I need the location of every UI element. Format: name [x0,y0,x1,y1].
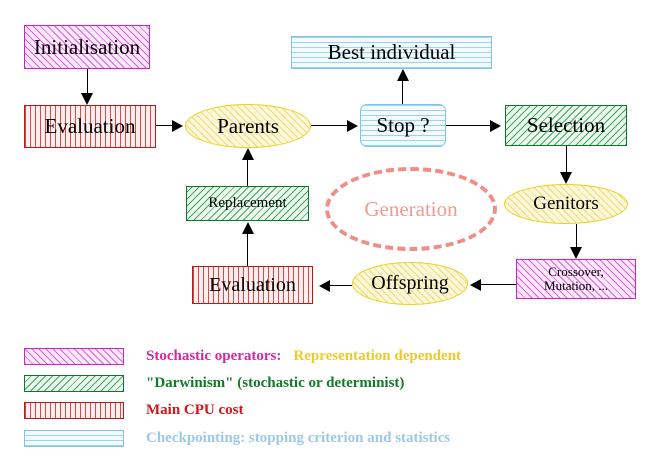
legend-row-main-cpu-cost: Main CPU cost [24,402,244,419]
legend-label-stochastic-operators: Stochastic operators: [146,348,282,364]
edge-stop-to-best-individual [402,70,404,104]
node-evaluation-top[interactable]: Evaluation [24,105,156,148]
arrowhead-offspring-to-evaluation [319,280,330,292]
legend-label-darwinism: "Darwinism" (stochastic or determinist) [146,375,405,391]
arrowhead-replacement-to-parents [242,148,254,160]
node-best-individual-label: Best individual [327,40,456,65]
node-generation-label: Generation [364,196,458,221]
arrowhead-evaluation-to-replacement [242,222,254,234]
legend-label-checkpointing: Checkpointing: stopping criterion and st… [146,430,451,446]
node-parents[interactable]: Parents [185,104,311,148]
legend-swatch-magenta-diagonal [24,348,124,365]
arrowhead-selection-to-genitors [560,172,572,184]
legend-label-main-cpu-cost: Main CPU cost [146,402,244,418]
arrowhead-genitors-to-crossover [570,247,582,259]
edge-crossover-to-offspring [481,284,516,286]
node-selection-label: Selection [526,113,606,138]
node-offspring[interactable]: Offspring [352,262,468,305]
node-genitors[interactable]: Genitors [504,184,628,224]
edge-genitors-to-crossover [576,224,578,249]
node-generation-annotation: Generation [325,167,497,251]
legend-row-checkpointing: Checkpointing: stopping criterion and st… [24,430,450,447]
edge-evaluation-to-parents [156,125,174,127]
legend-row-stochastic-operators: Stochastic operators: Representation dep… [24,348,461,365]
arrowhead-stop-to-selection [490,120,501,132]
node-parents-label: Parents [217,113,279,138]
node-offspring-label: Offspring [371,272,449,294]
node-replacement-label: Replacement [208,194,287,211]
node-stop-label: Stop ? [376,113,430,138]
legend-label-representation-dependent: Representation dependent [293,348,462,364]
edge-selection-to-genitors [566,146,568,174]
node-evaluation-bottom[interactable]: Evaluation [192,266,313,304]
arrowhead-parents-to-stop [347,120,358,132]
legend-row-darwinism: "Darwinism" (stochastic or determinist) [24,375,404,392]
arrowhead-initialisation-to-evaluation [81,93,93,105]
edge-replacement-to-parents [247,160,249,186]
node-genitors-label: Genitors [533,193,599,215]
node-crossover-mutation[interactable]: Crossover, Mutation, ... [516,259,636,299]
node-initialisation-label: Initialisation [33,34,141,59]
node-replacement[interactable]: Replacement [186,186,309,221]
legend-swatch-blue-horizontal [24,430,124,447]
legend-swatch-red-vertical [24,402,124,419]
node-best-individual[interactable]: Best individual [291,36,492,69]
edge-evaluation-to-replacement [247,233,249,266]
legend-swatch-green-diagonal [24,375,124,392]
arrowhead-crossover-to-offspring [470,279,481,291]
node-evaluation-bottom-label: Evaluation [209,273,296,296]
arrowhead-evaluation-to-parents [172,120,183,132]
edge-parents-to-stop [311,125,349,127]
node-crossover-label-line2: Mutation, ... [544,278,608,293]
arrowhead-stop-to-best-individual [397,69,409,81]
node-evaluation-top-label: Evaluation [44,114,136,139]
node-stop[interactable]: Stop ? [360,104,446,147]
node-initialisation[interactable]: Initialisation [24,25,150,69]
edge-initialisation-to-evaluation [87,69,89,95]
node-selection[interactable]: Selection [505,105,627,146]
node-crossover-label-line1: Crossover, [548,264,604,280]
edge-offspring-to-evaluation [330,285,352,287]
edge-stop-to-selection [446,125,492,127]
